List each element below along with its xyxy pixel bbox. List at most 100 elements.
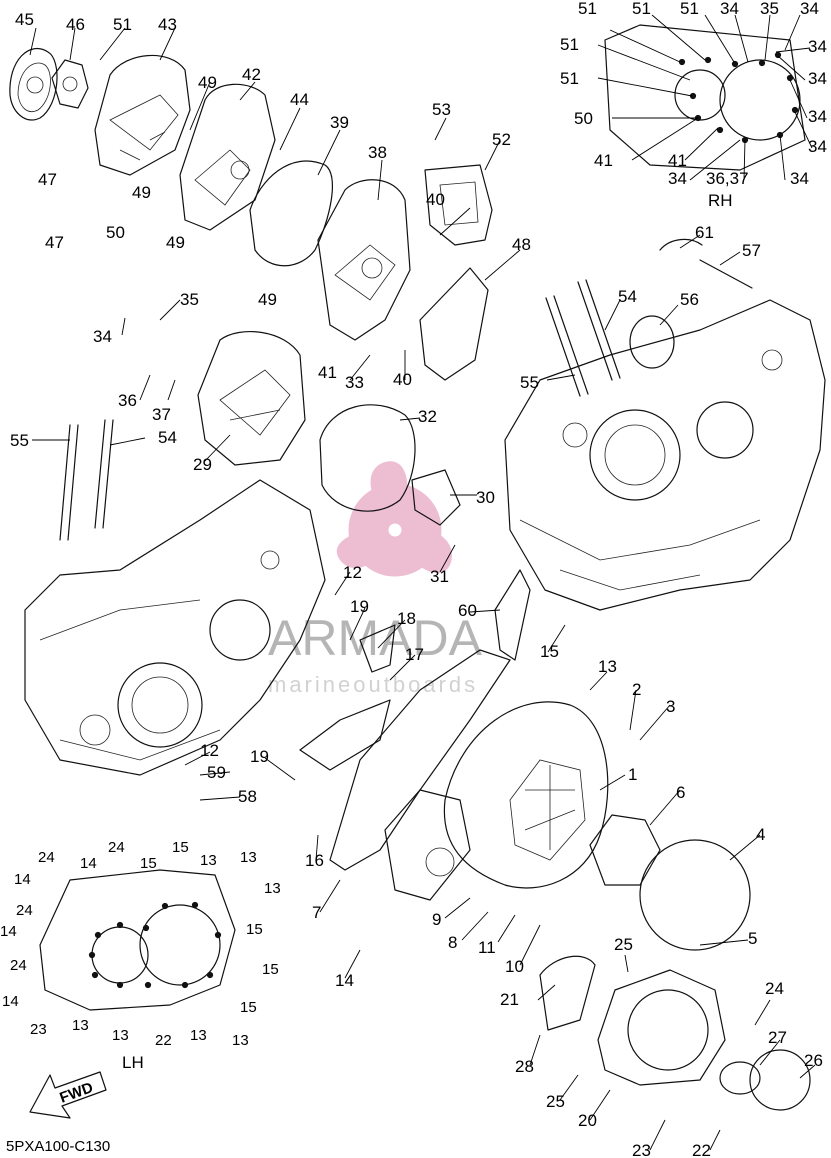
rh-label-50: 50 [574,109,593,128]
watermark-brand: ARMADA [268,610,483,666]
label-49-a: 49 [198,73,217,92]
label-56: 56 [680,290,699,309]
label-35: 35 [180,290,199,309]
label-1: 1 [628,765,637,784]
label-25-b: 25 [546,1092,565,1111]
label-57: 57 [742,241,761,260]
fwd-arrow-icon: FWD [29,1071,107,1119]
label-49-c: 49 [166,233,185,252]
label-32: 32 [418,407,437,426]
label-49-d: 49 [258,290,277,309]
lh-label-15-b: 15 [172,839,189,856]
rh-caption: RH [708,191,733,210]
rh-label-34-b: 34 [800,0,819,18]
label-55-lh: 55 [10,431,29,450]
label-39: 39 [330,113,349,132]
label-41: 41 [318,363,337,382]
label-4: 4 [756,825,765,844]
label-38: 38 [368,143,387,162]
label-18: 18 [397,609,416,628]
lh-label-15-a: 15 [140,855,157,872]
lh-label-14-c: 14 [0,923,17,940]
propeller-logo-icon [336,461,452,577]
lh-label-15-e: 15 [240,999,257,1016]
label-7: 7 [312,903,321,922]
label-43: 43 [158,15,177,34]
label-40-b: 40 [393,370,412,389]
label-22-main: 22 [692,1141,711,1158]
rh-label-34-c: 34 [808,37,827,56]
rh-label-34-d: 34 [808,69,827,88]
rh-labels: 51 51 51 34 35 34 34 34 34 34 34 36,37 3… [560,0,827,210]
label-21: 21 [500,990,519,1009]
lh-label-13-d: 13 [72,1017,89,1034]
lh-label-13-f: 13 [190,1027,207,1044]
right-crankcase [504,238,826,611]
lh-label-15-c: 15 [246,921,263,938]
label-55-rh: 55 [520,373,539,392]
label-58: 58 [238,787,257,806]
label-45: 45 [15,10,34,29]
lh-label-14-b: 14 [14,871,31,888]
lh-label-24-c: 24 [16,902,33,919]
label-24-main: 24 [765,979,784,998]
lh-label-24-a: 24 [38,849,55,866]
label-23-main: 23 [632,1141,651,1158]
rh-label-35: 35 [760,0,779,18]
lh-label-23: 23 [30,1021,47,1038]
generator-cover-group [9,47,493,526]
label-6: 6 [676,783,685,802]
label-25-a: 25 [614,935,633,954]
label-34: 34 [93,327,112,346]
lh-label-24-b: 24 [108,839,125,856]
rh-label-51-c: 51 [680,0,699,18]
label-46: 46 [66,15,85,34]
label-52: 52 [492,130,511,149]
leader-lines [29,14,816,1151]
label-48: 48 [512,235,531,254]
label-20: 20 [578,1111,597,1130]
label-30: 30 [476,488,495,507]
label-14-main: 14 [335,971,354,990]
label-59: 59 [207,763,226,782]
label-37: 37 [152,405,171,424]
label-12-a: 12 [343,563,362,582]
label-19-a: 19 [350,597,369,616]
label-9: 9 [432,910,441,929]
label-50: 50 [106,223,125,242]
rh-label-41-b: 41 [594,151,613,170]
label-12-b: 12 [200,741,219,760]
generator-cover [299,569,811,1111]
rh-label-3637: 36,37 [706,169,749,188]
label-19-b: 19 [250,747,269,766]
rh-label-34-e: 34 [808,107,827,126]
label-51: 51 [113,15,132,34]
left-crankcase [24,419,326,776]
part-labels: 45 46 51 43 42 49 44 39 38 53 52 49 47 4… [10,10,823,1158]
lh-label-13-a: 13 [200,852,217,869]
label-10: 10 [505,957,524,976]
lh-label-13-b: 13 [240,849,257,866]
lh-caption: LH [122,1053,144,1072]
label-33: 33 [345,373,364,392]
lh-label-14-a: 14 [80,855,97,872]
rh-label-51-a: 51 [578,0,597,18]
label-28: 28 [515,1057,534,1076]
label-44: 44 [290,90,309,109]
label-53: 53 [432,100,451,119]
rh-label-34-f: 34 [808,137,827,156]
label-42: 42 [242,65,261,84]
label-47-a: 47 [38,170,57,189]
lh-label-13-g: 13 [232,1032,249,1049]
lh-cover-view [39,869,236,1011]
rh-label-51-b: 51 [632,0,651,18]
label-5: 5 [748,929,757,948]
lh-label-14-d: 14 [2,993,19,1010]
diagram-code: 5PXA100-C130 [6,1138,110,1155]
rh-label-51-d: 51 [560,69,579,88]
label-27: 27 [768,1028,787,1047]
label-8: 8 [448,933,457,952]
lh-label-13-c: 13 [264,880,281,897]
label-29: 29 [193,455,212,474]
